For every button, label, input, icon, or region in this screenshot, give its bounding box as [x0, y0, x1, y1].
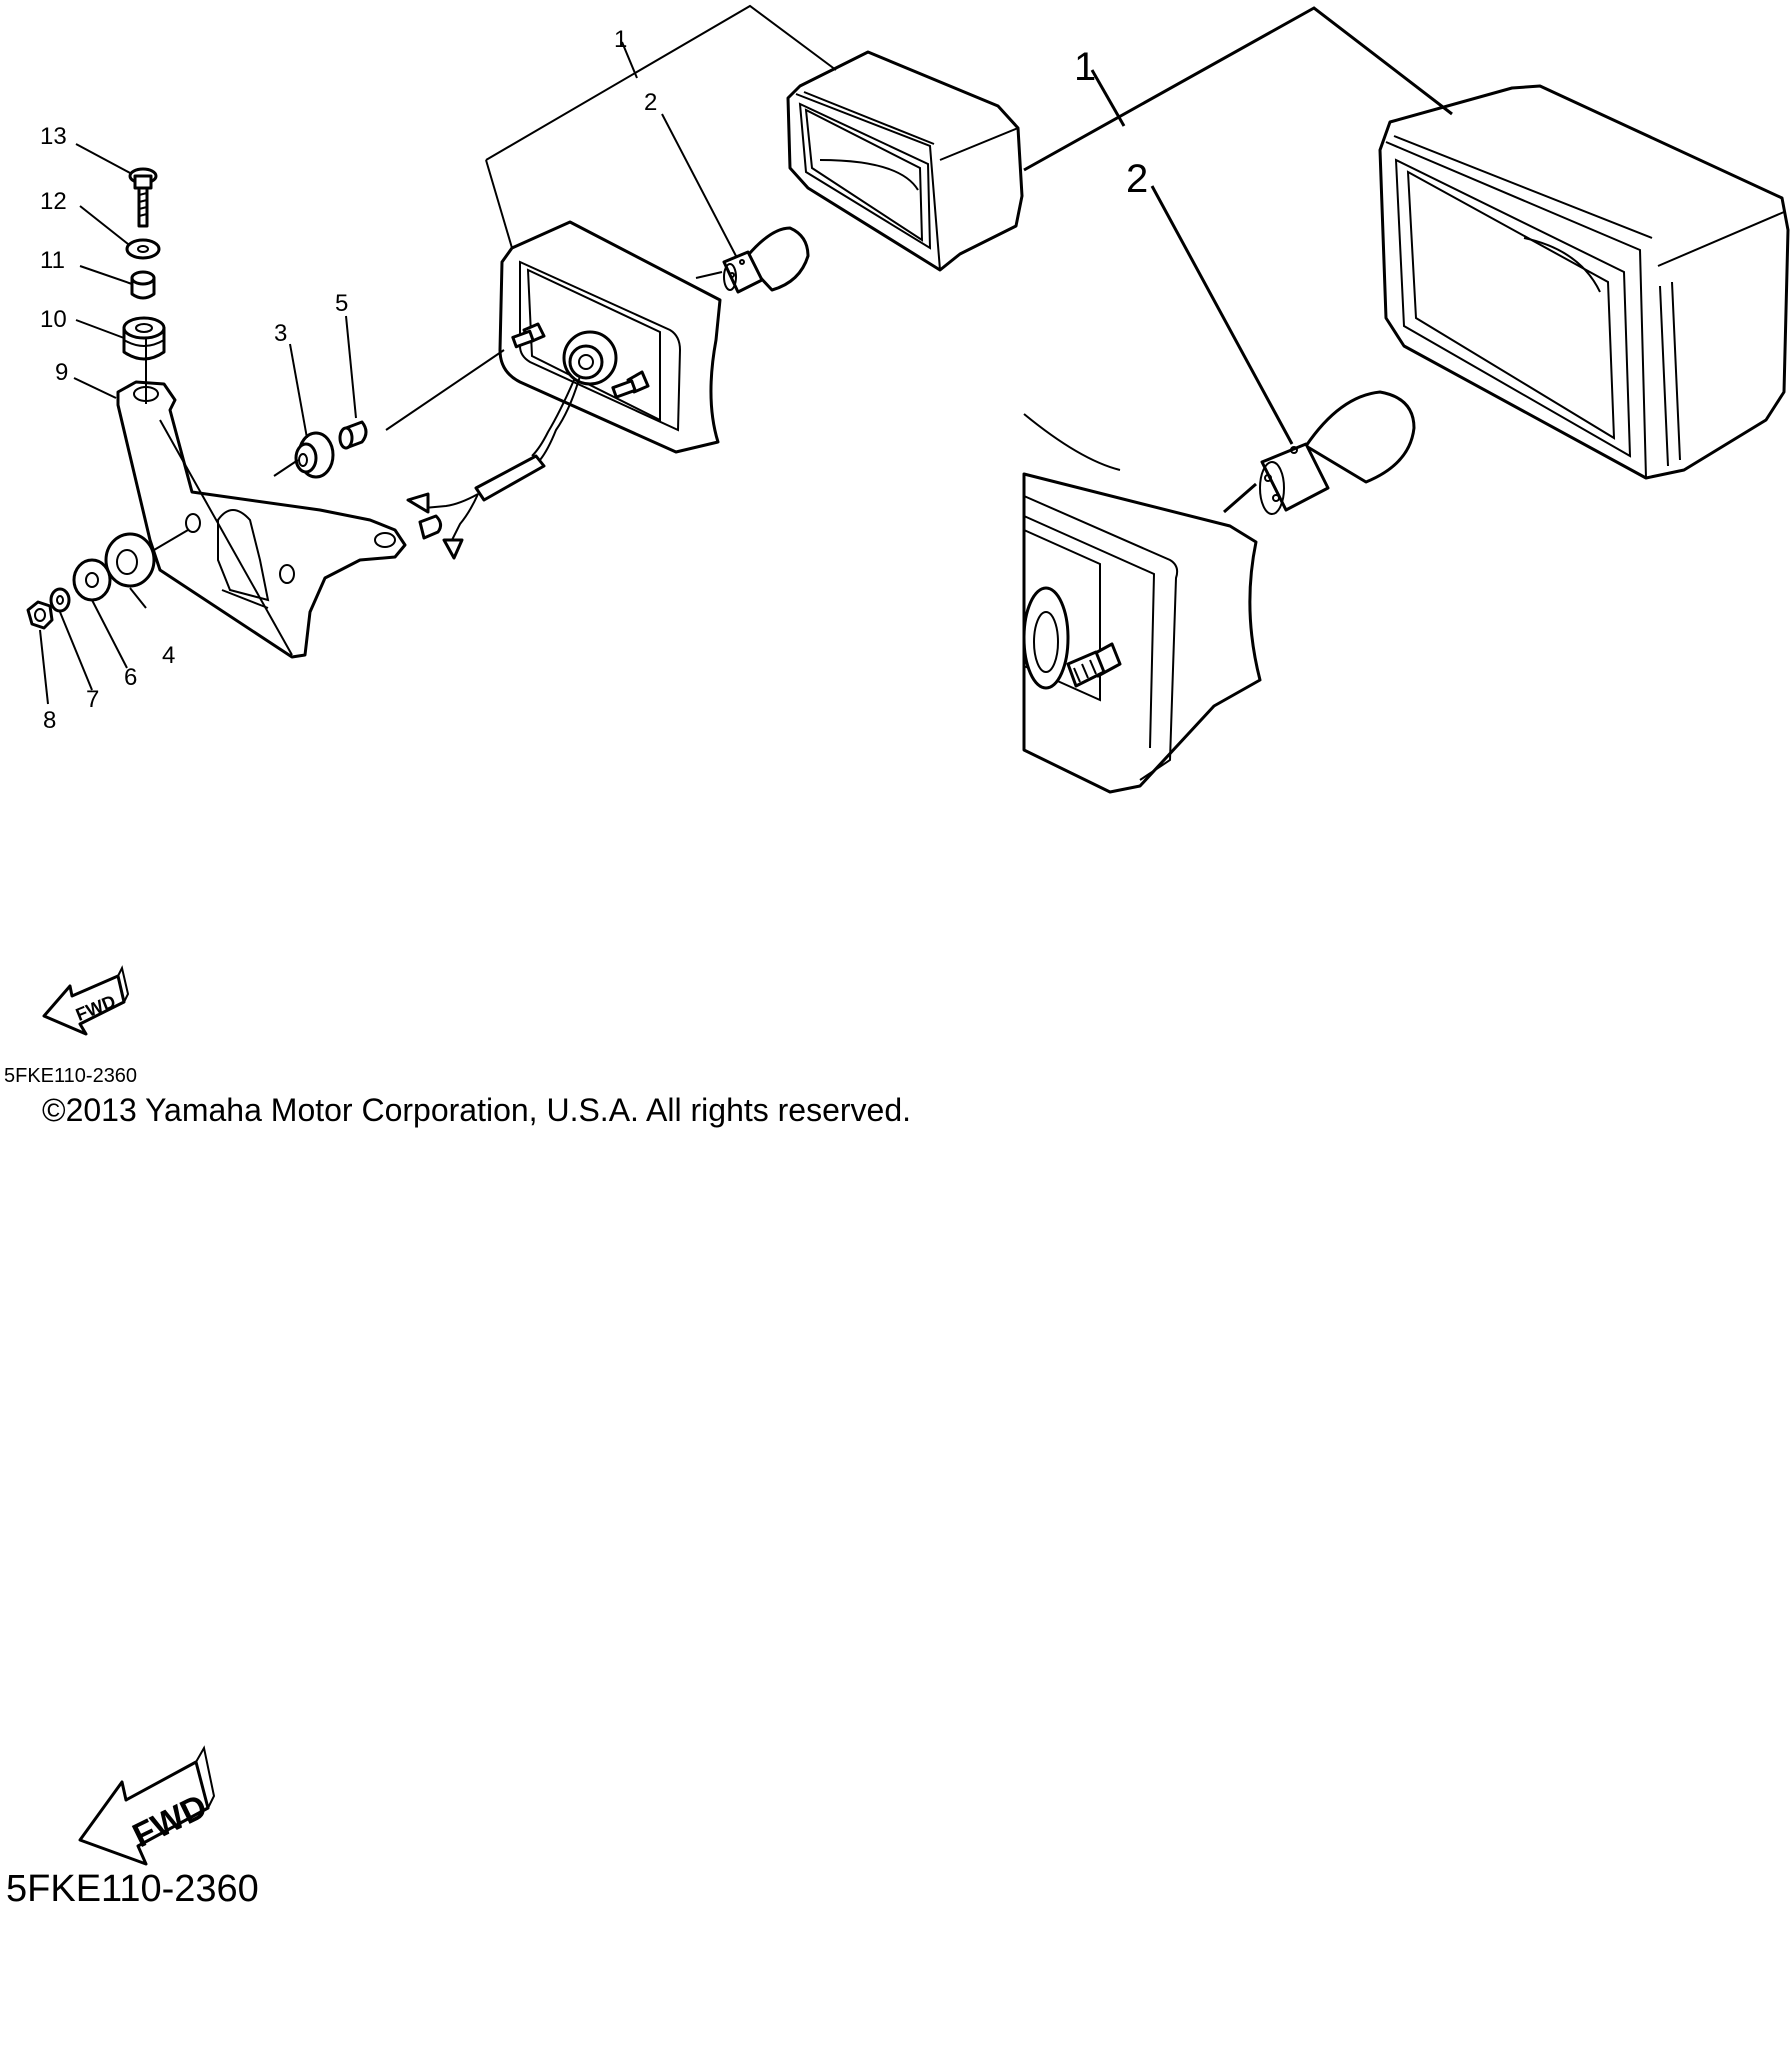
- diagram-code-large: 5FKE110-2360: [6, 1868, 259, 1910]
- callout-9: 9: [55, 359, 68, 386]
- collar: [130, 270, 156, 300]
- callout-8: 8: [43, 707, 56, 734]
- detail-leader-axis-2: [1223, 482, 1257, 514]
- leader-5: [345, 315, 357, 419]
- collar-lamp: [338, 420, 368, 450]
- diagram-code-small: 5FKE110-2360: [4, 1065, 138, 1087]
- leader-lines: [39, 4, 837, 705]
- callout-10: 10: [40, 306, 67, 333]
- tail-lamp-housing: [498, 220, 722, 454]
- lens: [786, 50, 1024, 272]
- callout-3: 3: [274, 320, 287, 347]
- bulb: [722, 226, 810, 294]
- detail-leaders: [1023, 6, 1453, 514]
- detail-view: [1022, 84, 1790, 794]
- callout-11: 11: [40, 247, 65, 274]
- callout-1: 1: [614, 26, 627, 53]
- bracket: [116, 380, 407, 659]
- copyright-notice: ©2013 Yamaha Motor Corporation, U.S.A. A…: [42, 1092, 912, 1128]
- leader-1-lens: [485, 4, 837, 161]
- grommet-lamp: [294, 431, 335, 479]
- washer-top: [125, 238, 161, 260]
- leader-8: [39, 629, 49, 705]
- callout-2: 2: [644, 89, 657, 116]
- leader-9: [73, 377, 117, 399]
- leader-2: [661, 113, 737, 257]
- leader-axis-5: [385, 349, 505, 431]
- detail-leader-1: [1023, 6, 1453, 172]
- spring-washer: [49, 587, 71, 613]
- fwd-arrow-large: FWD: [78, 1745, 216, 1866]
- leader-axis-2: [695, 271, 723, 279]
- detail-leader-1-short: [1090, 69, 1126, 127]
- leader-6: [91, 599, 128, 669]
- leader-axis-3: [273, 459, 299, 477]
- leader-7: [59, 611, 93, 691]
- detail-leader-2: [1150, 185, 1294, 445]
- fwd-arrow-small: FWD: [42, 965, 130, 1036]
- detail-callout-1: 1: [1074, 45, 1096, 89]
- grommet-bottom: [104, 532, 156, 588]
- leader-13: [75, 143, 133, 175]
- nut: [26, 600, 54, 630]
- washer-bottom: [72, 558, 112, 602]
- leader-3: [289, 343, 308, 439]
- leader-1-housing: [485, 159, 513, 249]
- leader-10: [75, 319, 125, 339]
- callout-12: 12: [40, 188, 67, 215]
- leader-4: [129, 587, 147, 609]
- leader-1: [621, 41, 638, 79]
- leader-11: [79, 265, 133, 285]
- callout-7: 7: [86, 686, 99, 713]
- callouts: 1 2 3 4 5 6 7 8 9 10 11 12 13: [40, 26, 657, 734]
- detail-callouts: 1 2: [1074, 45, 1148, 201]
- callout-5: 5: [335, 290, 348, 317]
- callout-6: 6: [124, 664, 137, 691]
- leader-axis-4: [153, 529, 189, 551]
- grommet-top: [122, 316, 166, 361]
- leader-12: [79, 205, 129, 245]
- detail-callout-2: 2: [1126, 157, 1148, 201]
- callout-13: 13: [40, 123, 67, 150]
- bolt: [128, 167, 158, 228]
- callout-4: 4: [162, 642, 175, 669]
- wiring-harness: [406, 375, 581, 560]
